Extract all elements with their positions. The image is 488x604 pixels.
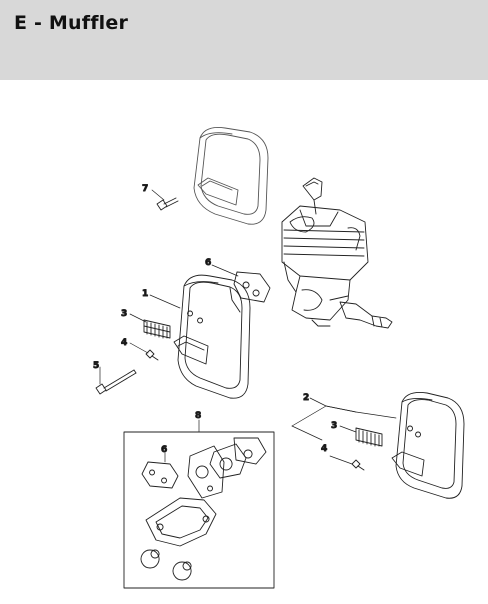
gasket-cylinder	[233, 271, 271, 303]
parts-diagram: 7 6 1 3 4 5 2 3 8 4 6	[0, 80, 488, 600]
callout-3: 3	[121, 309, 127, 319]
spark-screen-left	[143, 319, 171, 339]
callout-7: 7	[142, 184, 148, 194]
muffler-main	[173, 274, 251, 399]
screw-small-right	[351, 459, 365, 471]
callout-5: 5	[93, 361, 99, 371]
muffler-right	[391, 391, 465, 499]
muffler-cover-top	[193, 127, 269, 225]
spark-screen-right	[355, 427, 383, 447]
callout-4: 4	[321, 444, 327, 454]
kit-box	[123, 431, 275, 589]
bolt-long	[95, 369, 137, 395]
page-header: E - Muffler	[0, 0, 488, 80]
callout-2: 2	[303, 393, 309, 403]
screw-top	[156, 197, 179, 211]
callout-1: 1	[142, 289, 148, 299]
callout-6: 6	[205, 258, 211, 268]
callout-6: 6	[161, 445, 167, 455]
leader-lines	[99, 189, 397, 465]
screw-small-left	[145, 349, 159, 361]
callout-4: 4	[121, 338, 127, 348]
engine-cylinder	[281, 177, 393, 329]
callout-8: 8	[195, 411, 201, 421]
exploded-view-svg: 7 6 1 3 4 5 2 3 8 4 6	[93, 127, 465, 589]
page-title: E - Muffler	[14, 12, 129, 34]
callout-3: 3	[331, 421, 337, 431]
